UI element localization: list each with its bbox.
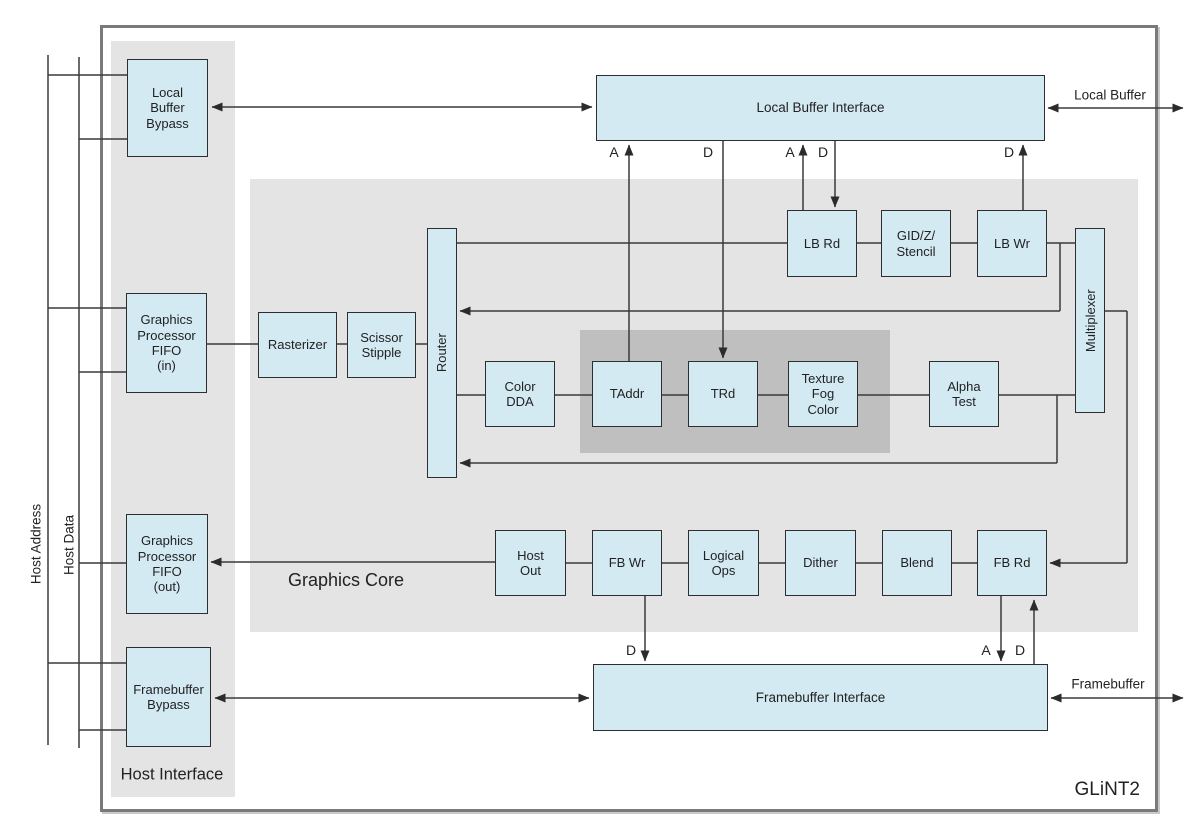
bus-wires	[47, 55, 128, 748]
port-label-d: D	[817, 144, 829, 160]
graphics-core-label: Graphics Core	[288, 570, 405, 590]
port-label-d: D	[1014, 642, 1026, 658]
host-side-arrows	[210, 102, 593, 703]
framebuffer-ad-wires	[640, 596, 1039, 664]
block-local-buffer-interface: Local Buffer Interface	[596, 75, 1045, 141]
local-buffer-row-wires	[457, 242, 1075, 316]
block-blend: Blend	[882, 530, 952, 596]
block-graphics-processor-fifo-out: Graphics Processor FIFO (out)	[126, 514, 208, 614]
block-texture-fog-color: Texture Fog Color	[788, 361, 858, 427]
block-framebuffer-interface: Framebuffer Interface	[593, 664, 1048, 731]
block-alpha-test: Alpha Test	[929, 361, 999, 427]
block-graphics-processor-fifo-in: Graphics Processor FIFO (in)	[126, 293, 207, 393]
local-buffer-external-label: Local Buffer	[1074, 87, 1146, 103]
port-label-a: A	[609, 144, 619, 160]
block-framebuffer-bypass: Framebuffer Bypass	[126, 647, 211, 747]
block-multiplexer: Multiplexer	[1075, 228, 1105, 413]
texture-row-wires	[457, 394, 1075, 468]
block-trd: TRd	[688, 361, 758, 427]
port-label-d: D	[1003, 144, 1015, 160]
block-fb-wr: FB Wr	[592, 530, 662, 596]
router-label: Router	[434, 333, 450, 373]
port-label-a: A	[981, 642, 991, 658]
block-dither: Dither	[785, 530, 856, 596]
block-router: Router	[427, 228, 457, 478]
port-label-d: D	[625, 642, 637, 658]
host-data-bus-label: Host Data	[61, 514, 77, 576]
multiplexer-label: Multiplexer	[1082, 289, 1098, 352]
block-local-buffer-bypass: Local Buffer Bypass	[127, 59, 208, 157]
multiplexer-output-wire	[1049, 310, 1128, 568]
local-buffer-ad-wires	[624, 141, 1028, 361]
block-host-out: Host Out	[495, 530, 566, 596]
chip-title: GLiNT2	[1074, 779, 1140, 800]
block-color-dda: Color DDA	[485, 361, 555, 427]
block-logical-ops: Logical Ops	[688, 530, 759, 596]
port-label-d: D	[702, 144, 714, 160]
block-scissor-stipple: Scissor Stipple	[347, 312, 416, 378]
block-fb-rd: FB Rd	[977, 530, 1047, 596]
port-label-a: A	[785, 144, 795, 160]
block-rasterizer: Rasterizer	[258, 312, 337, 378]
host-address-bus-label: Host Address	[28, 503, 44, 585]
host-interface-label: Host Interface	[120, 765, 224, 784]
block-lb-rd: LB Rd	[787, 210, 857, 277]
block-lb-wr: LB Wr	[977, 210, 1047, 277]
framebuffer-external-label: Framebuffer	[1071, 676, 1145, 692]
external-arrows	[1047, 103, 1184, 703]
block-gid-z-stencil: GID/Z/ Stencil	[881, 210, 951, 277]
block-taddr: TAddr	[592, 361, 662, 427]
